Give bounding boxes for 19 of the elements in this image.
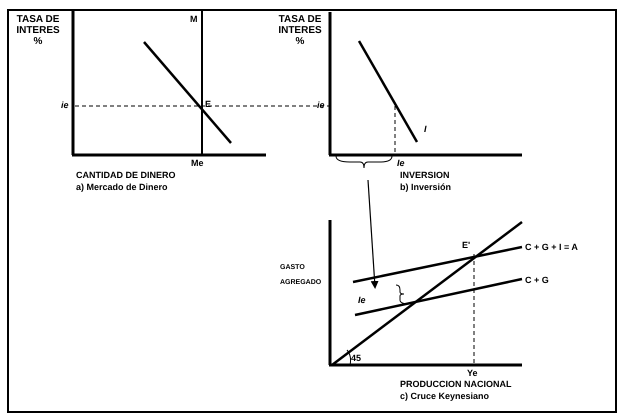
axis-label: ie [61,100,69,111]
axis-label: M [190,14,198,25]
chart-caption: c) Cruce Keynesiano [400,391,490,402]
axis-label: Ie [397,158,405,169]
axis-title: TASA DE INTERES % [277,14,323,47]
chart-caption: b) Inversión [400,182,452,193]
axis-title: TASA DE INTERES % [15,14,61,47]
curve-label: I [424,124,427,135]
chart-caption: a) Mercado de Dinero [76,182,168,193]
axis-title: PRODUCCION NACIONAL [400,379,512,390]
axis-title: INVERSION [400,170,450,181]
curve-label: C + G [525,275,549,286]
point-label: E' [462,240,470,251]
axis-label: Ye [467,368,478,379]
axis-label: Ie [358,295,366,306]
axis-title: CANTIDAD DE DINERO [76,170,176,181]
axis-label: Me [191,158,204,169]
angle-label: 45 [351,353,362,364]
curve-label: C + G + I = A [525,242,578,253]
